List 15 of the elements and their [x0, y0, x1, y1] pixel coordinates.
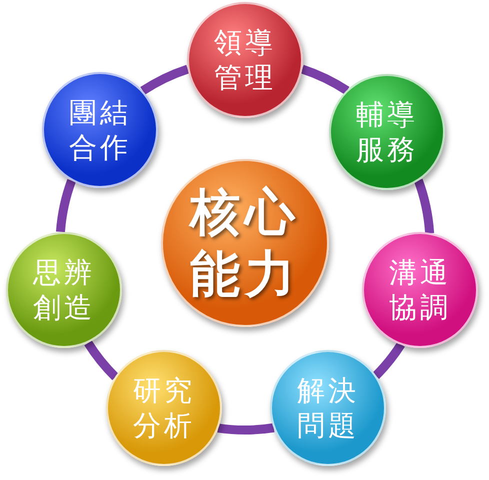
ring-connector — [414, 178, 434, 234]
skill-circle: 領導管理 — [187, 2, 303, 118]
skill-circle: 思辨創造 — [6, 232, 122, 348]
ring-connector — [218, 423, 274, 434]
skill-circle: 團結合作 — [42, 72, 158, 188]
ring-connector — [372, 342, 405, 379]
skill-circle: 研究分析 — [106, 350, 222, 466]
core-circle: 核心能力 — [161, 159, 329, 327]
ring-connector — [84, 340, 119, 380]
ring-connector — [140, 64, 190, 95]
skill-circle: 輔導服務 — [329, 74, 445, 190]
skill-circle: 解決問題 — [270, 350, 386, 466]
ring-connector — [56, 179, 76, 232]
ring-connector — [300, 64, 350, 94]
skill-circle: 溝通協調 — [362, 232, 478, 348]
